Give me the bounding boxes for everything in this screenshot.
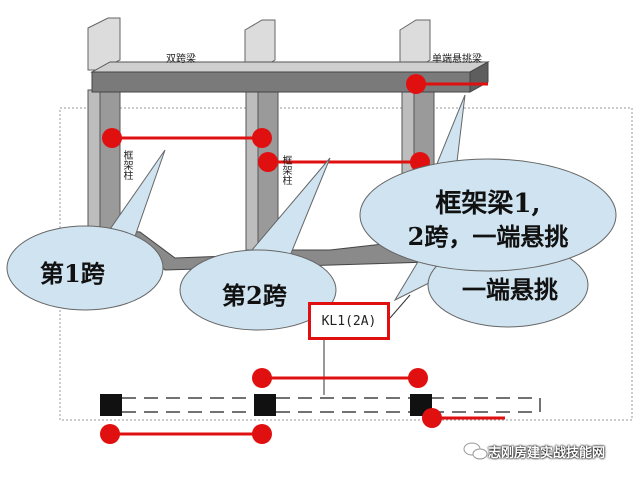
- text-span2: 第2跨: [222, 281, 287, 310]
- main-beam: [90, 61, 490, 93]
- wechat-icon: [463, 442, 488, 460]
- kl-leader-2: [389, 294, 411, 319]
- label-single-cantilever-beam: 单端悬挑梁: [432, 54, 482, 65]
- label-double-span-beam: 双跨梁: [166, 54, 196, 65]
- label-frame-column-left: 框架柱: [121, 150, 132, 180]
- bubble-span1: [6, 225, 164, 311]
- bubble-callout: [359, 158, 617, 272]
- text-cantilever: 一端悬挑: [462, 275, 558, 304]
- text-callout-line2: 2跨，一端悬挑: [407, 222, 569, 251]
- text-callout-line1: 框架梁1,: [435, 189, 541, 219]
- plan-view: [100, 368, 541, 444]
- label-frame-column-middle: 框架柱: [280, 155, 291, 185]
- bubble-span2: [179, 249, 337, 331]
- lower-beam-shape: [116, 229, 439, 271]
- watermark-text: 志刚房建实战技能网: [488, 445, 606, 461]
- watermark: 志刚房建实战技能网: [488, 440, 605, 462]
- kl-code-box: KL1(2A): [308, 302, 390, 340]
- kl-code-text: KL1(2A): [321, 313, 377, 329]
- text-span1: 第1跨: [40, 259, 105, 288]
